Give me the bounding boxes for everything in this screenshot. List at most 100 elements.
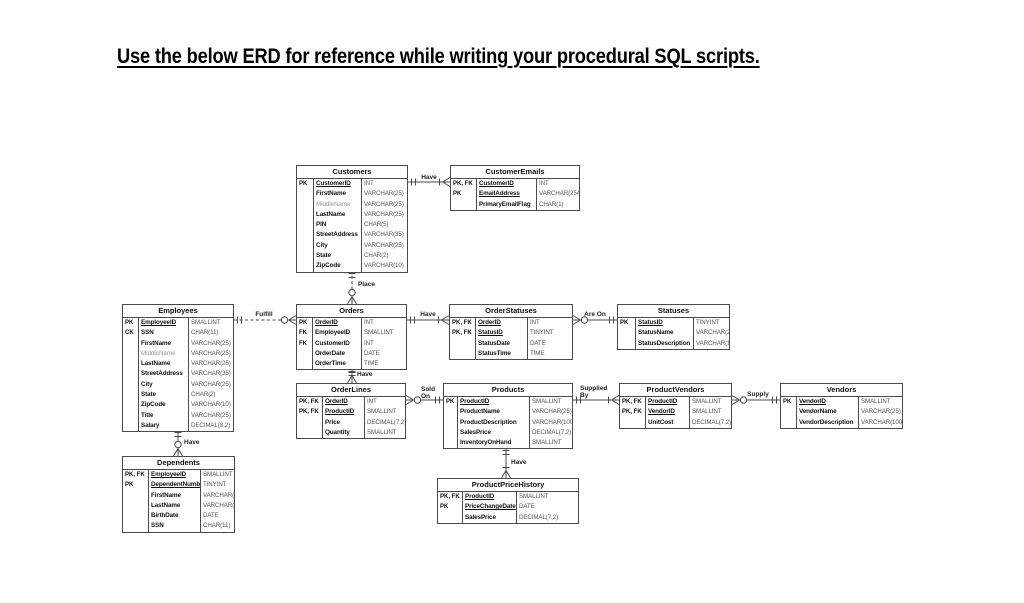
field-type-cell: VARCHAR(25) [861,408,901,416]
field-type-cell: TIME [530,349,545,357]
relationship-label: Have [511,459,527,466]
crow-prong [351,296,357,305]
key-flag-cell [297,251,314,262]
field-name-cell: SSN [139,328,189,339]
crow-prong [572,315,581,321]
key-flag-cell [297,230,314,241]
key-flag-cell [297,348,313,360]
key-flag-cell [444,417,458,428]
key-flag-cell [297,209,314,221]
field-name-cell: OrderID [323,397,365,408]
entity-title: Statuses [618,305,729,318]
crow-prong [442,181,451,187]
key-flag-cell [618,328,636,339]
field-name-cell: VendorDescription [797,417,859,428]
crow-prong [405,395,414,401]
cardinality-one-marker [435,396,440,404]
field-name-cell: LastName [314,209,362,221]
field-name-cell: LastName [149,500,201,512]
cardinality-one-many-marker [439,177,451,187]
relationship-label: Place [358,281,375,288]
field-name-cell: VendorID [797,397,859,408]
entity-title: Employees [123,305,233,318]
entity-title: Products [444,384,572,397]
field-name-cell: State [139,390,189,401]
zero-circle [580,316,589,324]
field-type-cell: CHAR(2) [191,391,216,399]
cardinality-one-marker [410,316,415,324]
field-name-cell: StatusDescription [636,338,694,349]
key-flag-cell [444,407,458,418]
crow-prong [441,315,450,321]
field-name-cell: FirstName [149,490,201,501]
field-name-cell: ZipCode [314,261,362,272]
key-flag-cell [618,338,636,349]
field-type-cell: SMALLINT [203,471,233,478]
field-name-cell: ProductID [646,397,690,408]
crow-prong [347,296,353,305]
field-name-cell: BirthDate [149,511,201,522]
cardinality-one-marker [772,396,777,404]
field-type-cell: TINYINT [696,319,720,326]
field-type-cell: VARCHAR(25) [191,380,231,388]
field-name-cell: StatusDate [476,338,528,349]
field-type-cell: VARCHAR(25) [364,241,404,249]
key-flag-cell: PK [438,502,463,513]
entity-title: Customers [297,166,407,179]
field-type-cell: VARCHAR(35) [191,370,231,378]
field-name-cell: SalesPrice [458,427,530,439]
key-flag-cell: PK [618,318,636,329]
field-name-cell: FirstName [314,189,362,200]
key-flag-cell [123,379,139,391]
field-name-cell: FirstName [139,338,189,349]
crow-prong [505,470,511,479]
cardinality-zero-many-marker [173,440,183,457]
key-flag-cell: PK, FK [451,179,477,190]
crow-prong [347,375,353,384]
field-name-cell: EmailAddress [477,189,537,200]
key-flag-cell [444,438,458,449]
field-name-cell: City [139,379,189,391]
field-type-cell: TINYINT [530,329,554,337]
field-type-cell: VARCHAR(25) [191,349,231,357]
crow-prong [572,319,581,325]
field-name-cell: ProductID [323,407,365,418]
crow-prong [611,399,620,405]
key-flag-cell: PK, FK [620,397,646,408]
key-flag-cell [297,189,314,200]
key-flag-cell: PK, FK [450,328,476,339]
zero-circle [413,396,422,404]
key-flag-cell [123,511,149,522]
field-name-cell: CustomerID [477,179,537,190]
field-name-cell: EmployeeID [149,470,201,481]
cardinality-one-marker [237,316,242,324]
cardinality-one-many-marker [501,467,511,479]
key-flag-cell [297,199,314,210]
field-type-cell: INT [530,319,540,326]
field-type-cell: SMALLINT [519,493,549,500]
field-name-cell: ProductID [463,492,517,503]
